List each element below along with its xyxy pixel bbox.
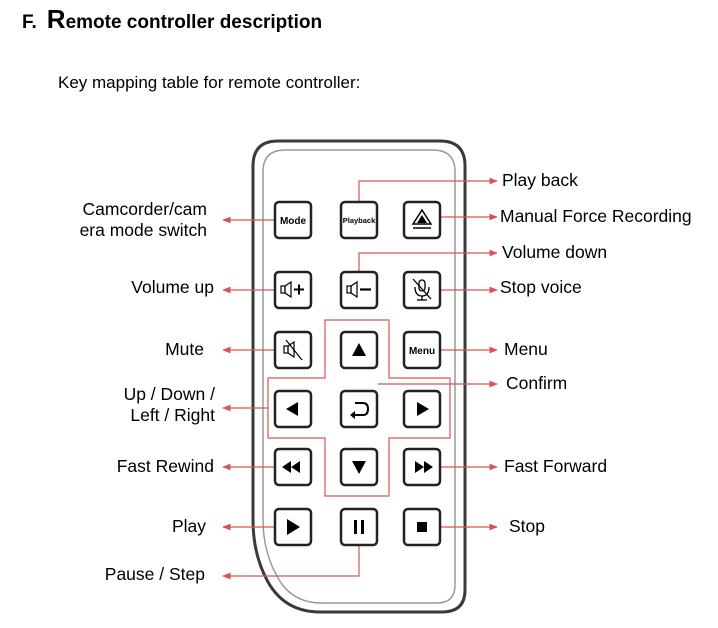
remote-body [251,139,467,614]
label-menu: Menu [504,339,548,359]
stop-voice-button [402,270,442,310]
speaker-minus-icon [346,280,371,299]
volume-up-button [273,270,313,310]
section-letter: F. [22,12,37,33]
label-fast-forward: Fast Forward [504,456,608,476]
subtitle: Key mapping table for remote controller: [58,73,361,92]
label-nav-line2: Left / Right [130,405,215,425]
pause-button [339,507,379,547]
mode-button [273,200,313,240]
speaker-mute-icon [283,339,303,361]
mute-button [273,330,313,370]
label-confirm: Confirm [506,373,568,393]
label-camcorder-mode: Camcorder/cam era mode switch [80,199,207,241]
pause-icon [354,520,364,534]
label-nav-line1: Up / Down / [123,384,215,404]
section-heading: F. Remote controller description [22,4,322,35]
label-pause-step: Pause / Step [104,564,205,584]
speaker-plus-icon [280,280,304,299]
triangle-right-icon [417,402,429,416]
return-icon [352,402,370,416]
fast-forward-icon [415,461,433,473]
triangle-down-icon [352,461,366,474]
label-stop: Stop [509,516,545,536]
label-volume-up: Volume up [131,277,214,297]
menu-key-label: Menu [409,346,435,357]
volume-down-button [339,270,379,310]
nav-cross-outline [267,319,451,497]
label-navigation: Up / Down / Left / Right [124,384,215,426]
return-icon-head [350,411,355,419]
label-play-back: Play back [502,170,578,190]
label-volume-down: Volume down [502,242,608,262]
playback-key-label: Playback [343,216,376,225]
playback-button [339,200,379,240]
label-camcorder-line1: Camcorder/cam [82,199,207,219]
title-rest: emote controller description [65,12,323,33]
menu-button [402,330,442,370]
triangle-up-icon [352,343,366,356]
label-mute: Mute [165,339,204,359]
label-camcorder-line2: era mode switch [79,220,207,240]
mode-key-label: Mode [280,216,307,227]
triangle-left-icon [286,402,298,416]
rewind-icon [282,461,300,473]
play-icon [287,519,300,535]
label-stop-voice: Stop voice [500,277,582,297]
title-initial: R [46,4,66,34]
leader-playback [358,177,498,205]
confirm-button [339,389,379,429]
label-fast-rewind: Fast Rewind [116,456,214,476]
leader-volume-down [358,249,498,273]
label-manual-force-recording: Manual Force Recording [500,206,692,226]
remote-inner-outline [262,149,456,604]
leader-pause [222,543,360,580]
stop-icon [417,522,427,532]
label-play: Play [171,516,206,536]
eject-record-icon [411,208,433,229]
mic-off-icon [412,278,432,301]
